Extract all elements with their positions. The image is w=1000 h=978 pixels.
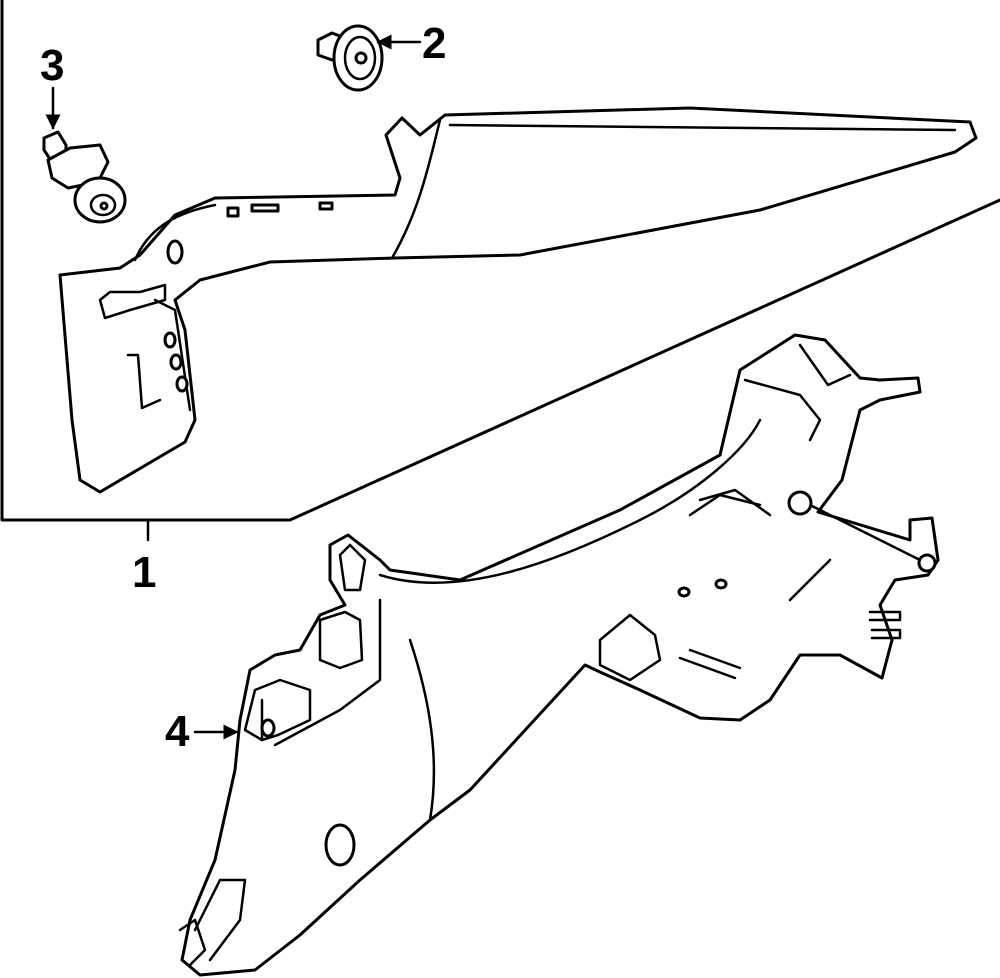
assembly-bracket-frame: [0, 0, 1000, 522]
screw-fastener-part: [42, 130, 127, 224]
callout-label-3: 3: [40, 41, 64, 90]
callout-label-2: 2: [422, 19, 446, 68]
retainer-clip-part: [316, 24, 384, 92]
callout-label-1: 1: [132, 548, 156, 597]
callout-label-4: 4: [165, 707, 190, 756]
upper-trim-panel: [58, 106, 978, 494]
lower-quarter-trim-panel: [178, 333, 940, 977]
